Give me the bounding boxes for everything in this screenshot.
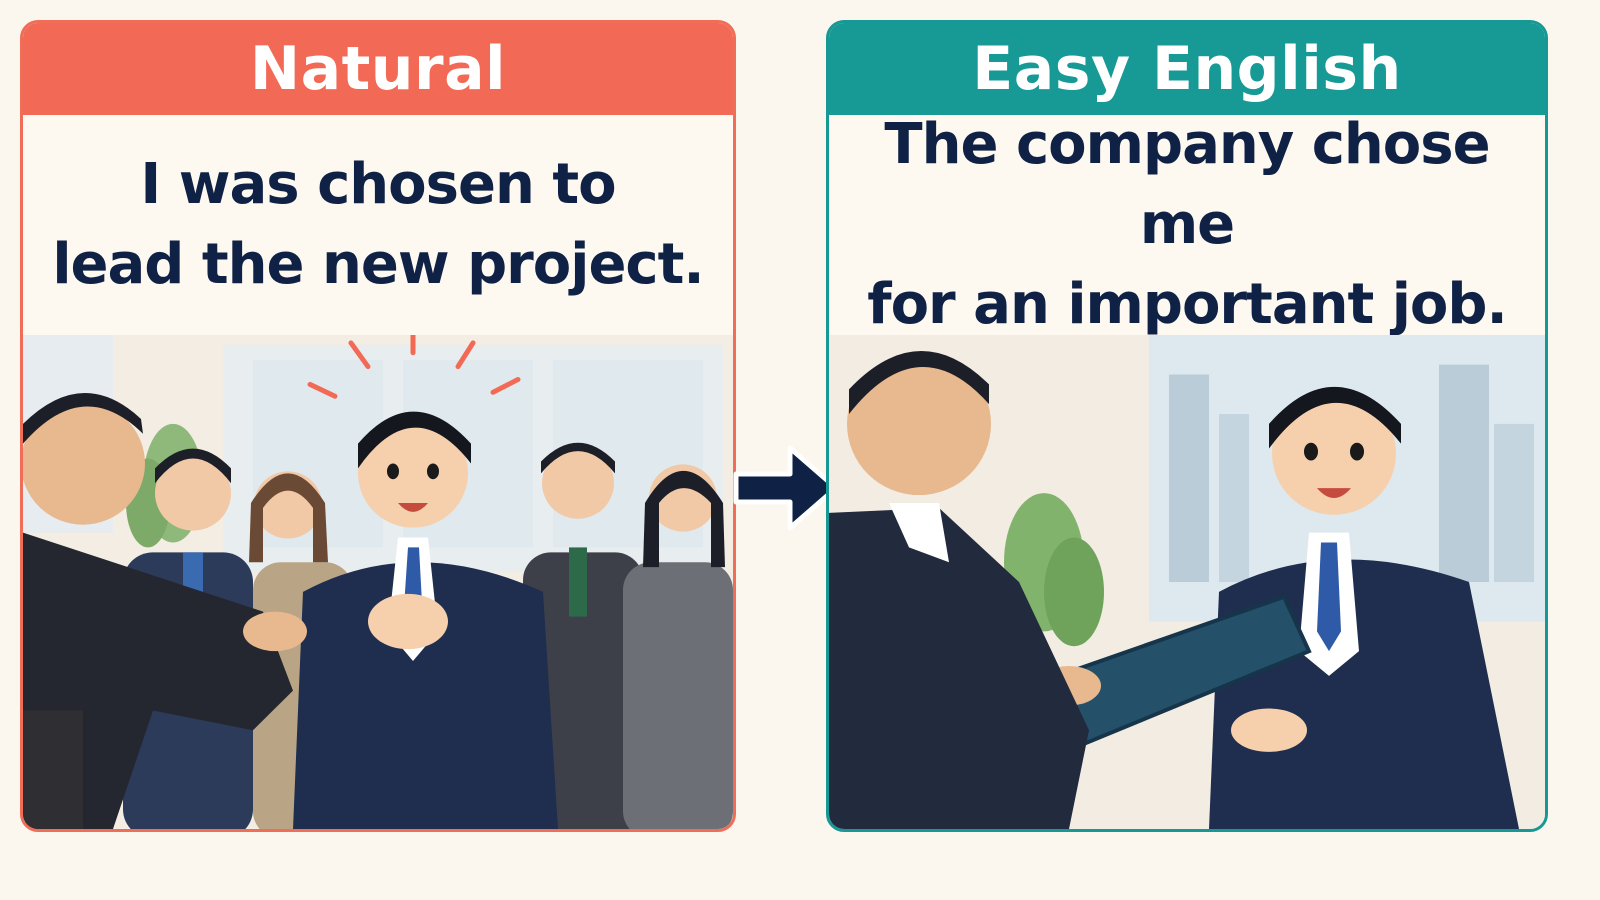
natural-panel: Natural I was chosen to lead the new pro… — [20, 20, 736, 832]
natural-sentence-line-2: lead the new project. — [52, 232, 704, 297]
easy-english-sentence-line-1: The company chose me — [884, 112, 1490, 257]
office-team-illustration — [23, 335, 733, 829]
natural-sentence: I was chosen to lead the new project. — [23, 115, 733, 335]
easy-english-sentence-line-2: for an important job. — [867, 272, 1508, 337]
arrow-right-icon — [733, 445, 839, 531]
natural-title: Natural — [23, 23, 733, 115]
easy-english-title: Easy English — [829, 23, 1545, 115]
natural-sentence-line-1: I was chosen to — [140, 152, 616, 217]
handing-folder-illustration — [829, 335, 1545, 829]
easy-english-sentence: The company chose me for an important jo… — [829, 112, 1545, 337]
easy-english-panel: Easy English The company chose me for an… — [826, 20, 1548, 832]
